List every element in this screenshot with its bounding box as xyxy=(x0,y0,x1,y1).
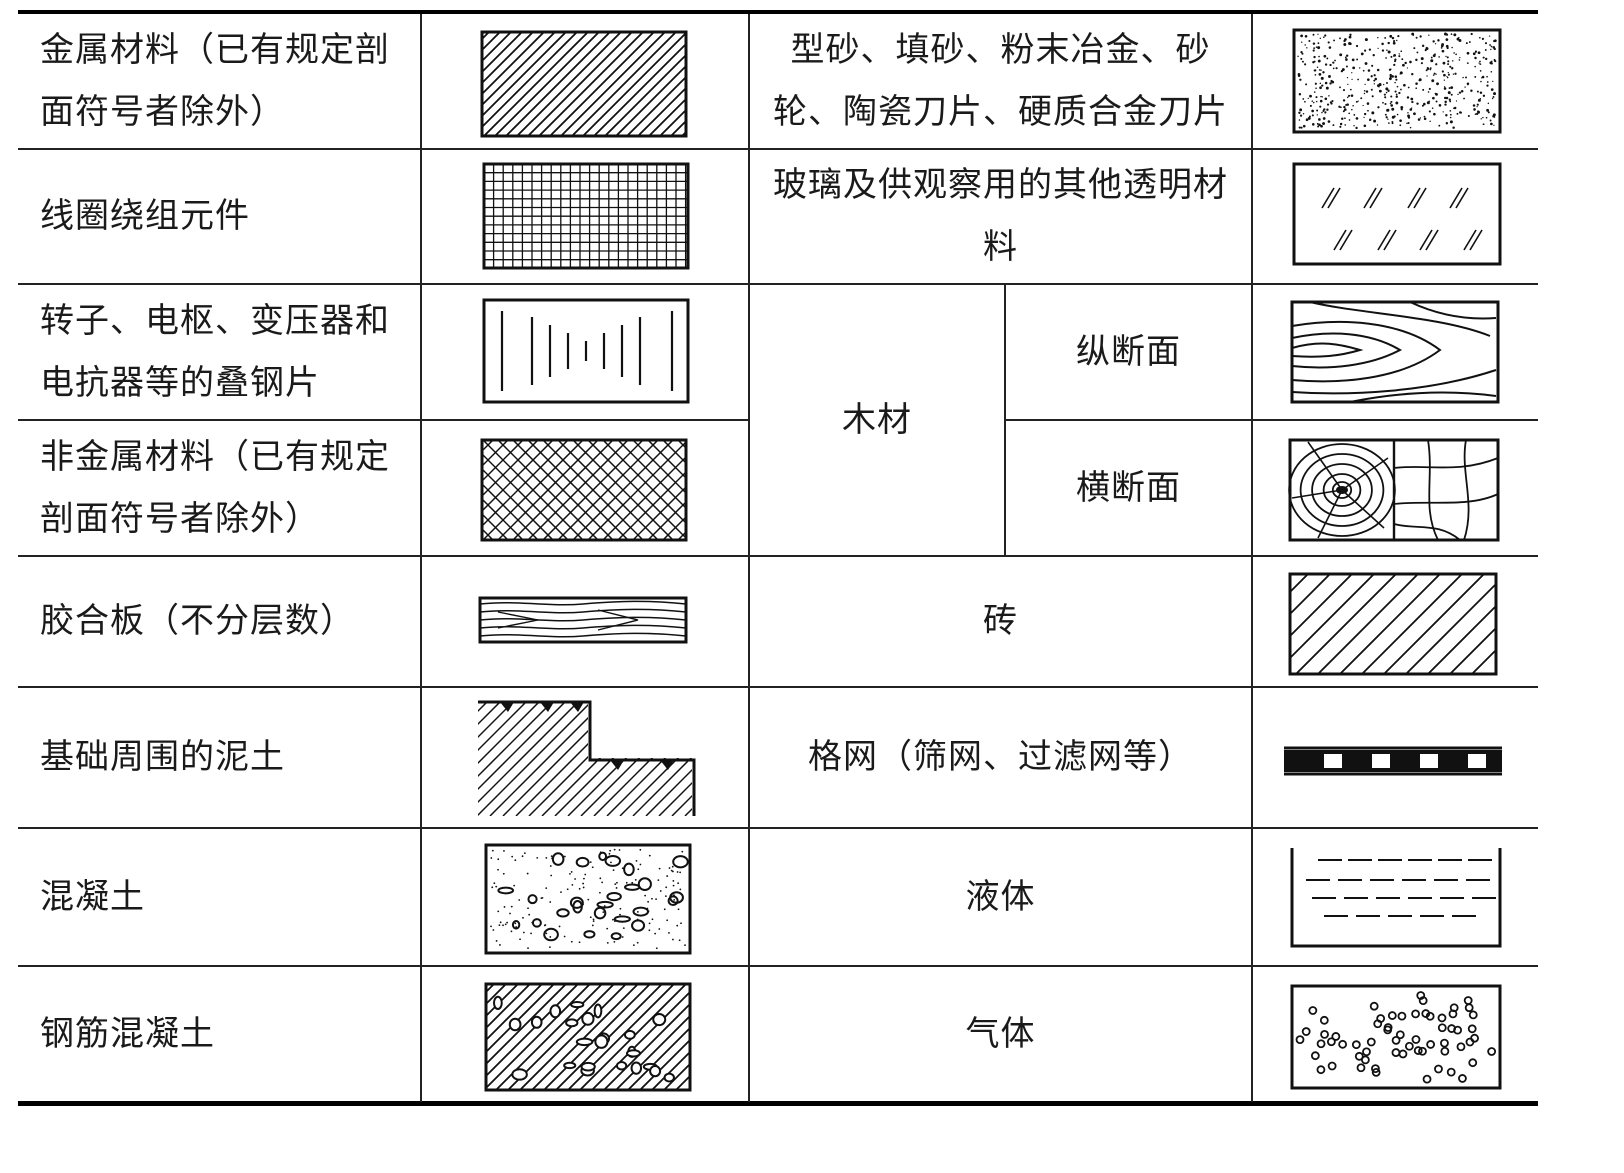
concrete-symbol xyxy=(484,843,692,955)
mesh-symbol xyxy=(1284,746,1502,776)
soil-symbol xyxy=(478,700,696,816)
row-divider xyxy=(18,827,1538,829)
material-section-symbol-table: 金属材料（已有规定剖面符号者除外） 线圈绕组元件 转子、电枢、变压器和电抗器等的… xyxy=(18,10,1538,1106)
wood-cross-symbol xyxy=(1288,438,1500,542)
reinforced-concrete-symbol xyxy=(484,982,692,1092)
row-divider xyxy=(18,283,1538,285)
column-divider xyxy=(1251,14,1253,1102)
row-divider xyxy=(18,148,1538,150)
liquid-symbol xyxy=(1290,848,1502,948)
label-nonmetal: 非金属材料（已有规定剖面符号者除外） xyxy=(40,436,390,539)
metal-hatch-symbol xyxy=(480,30,688,138)
coil-grid-symbol xyxy=(482,162,690,270)
label-concrete: 混凝土 xyxy=(40,876,145,917)
column-divider xyxy=(748,14,750,1102)
column-divider xyxy=(420,14,422,1102)
label-glass: 玻璃及供观察用的其他透明材料 xyxy=(773,165,1228,267)
glass-symbol xyxy=(1292,162,1502,266)
label-brick: 砖 xyxy=(983,601,1018,641)
row-divider xyxy=(18,419,749,421)
gas-symbol xyxy=(1290,984,1502,1090)
wood-longitudinal-symbol xyxy=(1290,300,1500,404)
label-coil-winding: 线圈绕组元件 xyxy=(40,196,250,236)
brick-symbol xyxy=(1288,572,1498,676)
table-bottom-rule xyxy=(18,1101,1538,1106)
label-metal: 金属材料（已有规定剖面符号者除外） xyxy=(40,30,390,132)
label-wood: 木材 xyxy=(842,399,912,440)
label-laminated-steel: 转子、电枢、变压器和电抗器等的叠钢片 xyxy=(40,300,390,403)
sand-dots-symbol xyxy=(1292,28,1502,134)
label-plywood: 胶合板（不分层数） xyxy=(40,601,355,641)
plywood-symbol xyxy=(478,596,688,644)
nonmetal-crosshatch-symbol xyxy=(480,438,688,542)
label-mesh: 格网（筛网、过滤网等） xyxy=(808,737,1193,777)
label-wood-cross: 横断面 xyxy=(1076,467,1181,508)
row-divider xyxy=(18,965,1538,967)
label-gas: 气体 xyxy=(965,1013,1036,1054)
label-soil: 基础周围的泥土 xyxy=(40,737,285,777)
row-divider xyxy=(1004,419,1538,421)
row-divider xyxy=(18,686,1538,688)
laminated-steel-symbol xyxy=(482,298,690,404)
row-divider xyxy=(18,555,1538,557)
label-liquid: 液体 xyxy=(965,876,1036,917)
label-sand: 型砂、填砂、粉末冶金、砂轮、陶瓷刀片、硬质合金刀片 xyxy=(773,30,1228,132)
label-wood-longitudinal: 纵断面 xyxy=(1076,331,1181,372)
label-reinforced-concrete: 钢筋混凝土 xyxy=(40,1013,215,1054)
table-top-rule xyxy=(18,10,1538,14)
